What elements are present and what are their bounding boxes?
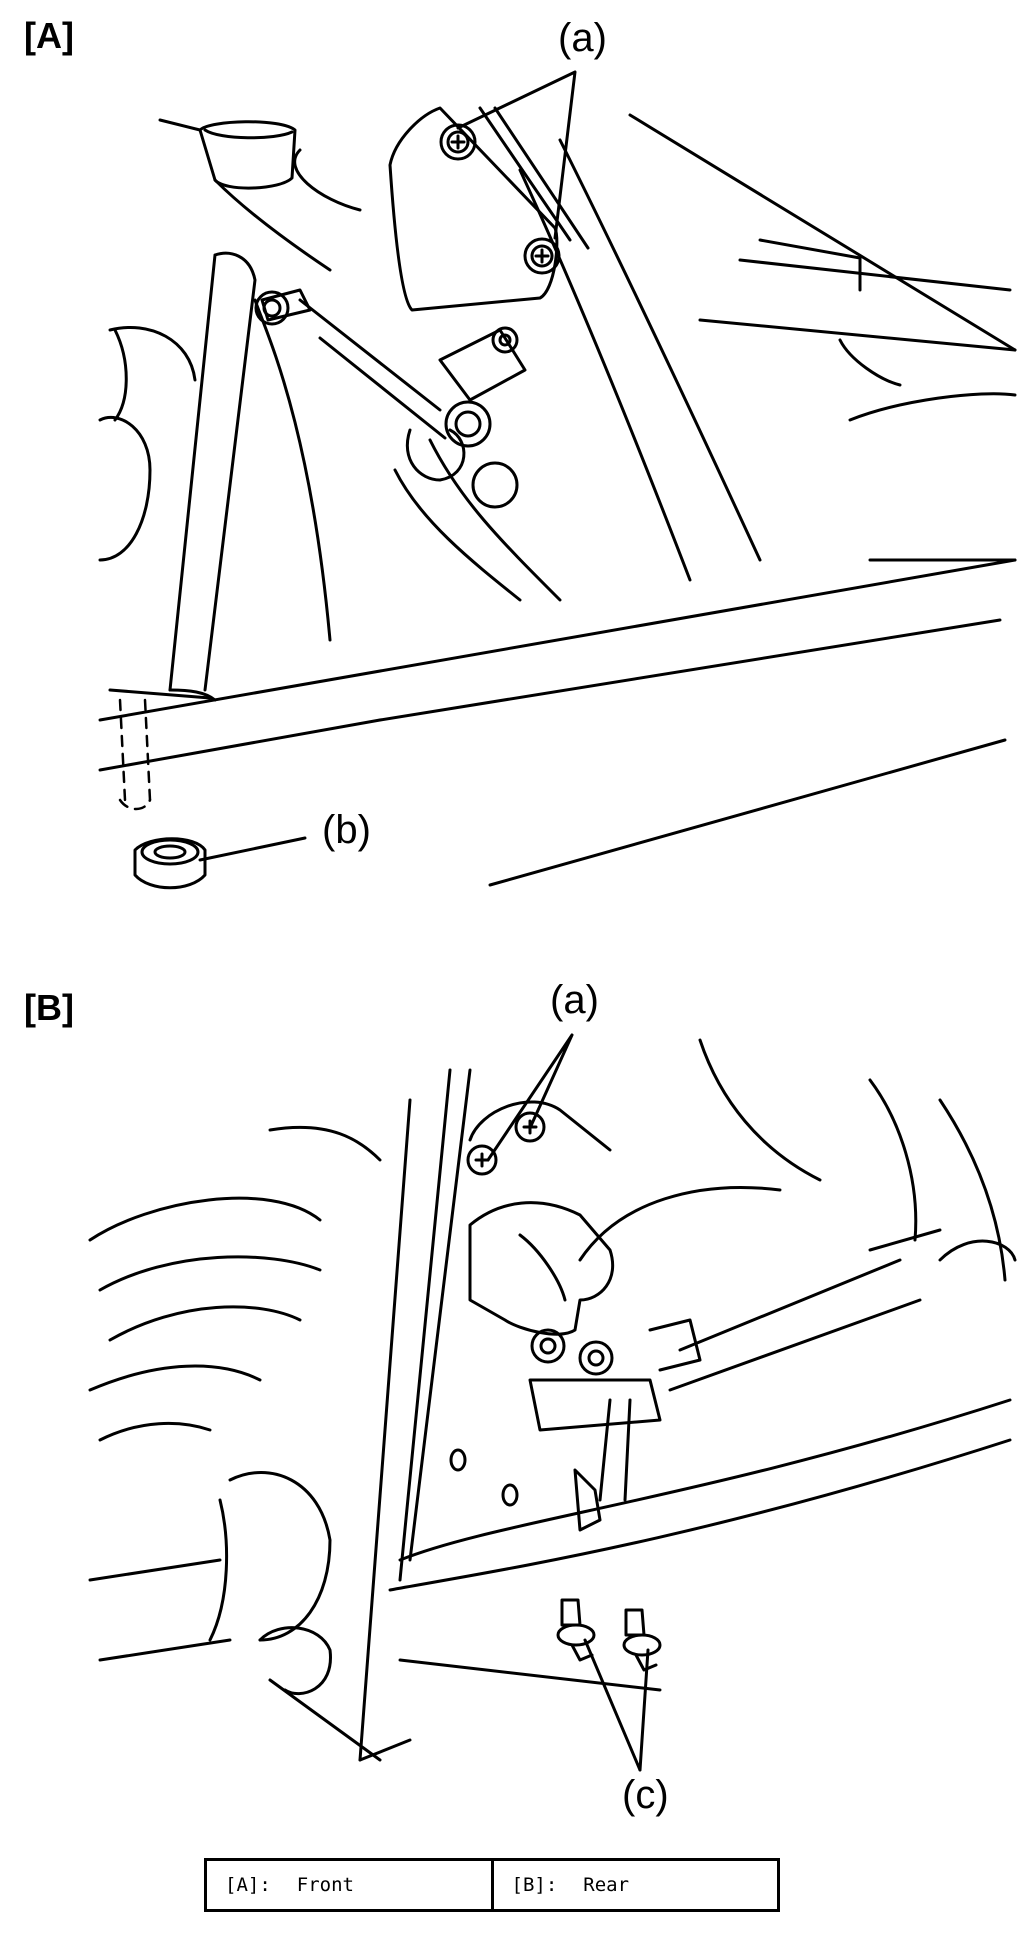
rear-sensor-bracket (468, 1201, 615, 1336)
front-suspension-drawing (98, 70, 1017, 890)
nut-icon (491, 326, 519, 354)
callout-b-front: (b) (322, 808, 371, 852)
rear-suspension-drawing (88, 1033, 1017, 1772)
callout-a-front: (a) (558, 16, 607, 60)
legend-key-rear: [B]: (511, 1874, 558, 1896)
stabilizer-link (168, 251, 257, 692)
callout-c-rear: (c) (622, 1773, 669, 1817)
legend-table: [A]: Front [B]: Rear (204, 1858, 780, 1912)
rear-strut (358, 1068, 472, 1762)
sensor-link-arm (298, 298, 447, 440)
bolt-icon (439, 123, 477, 161)
panel-a-label: [A] (24, 15, 74, 56)
nut-icon (578, 1340, 614, 1376)
nut-icon (530, 1328, 566, 1364)
bolt-icon (466, 1144, 498, 1176)
panel-b-label: [B] (24, 987, 74, 1028)
legend-key-front: [A]: (225, 1874, 271, 1896)
bolt-icon (514, 1111, 546, 1143)
legend-value-front: Front (296, 1874, 354, 1896)
legend-value-rear: Rear (583, 1874, 630, 1896)
legend-cell-front: [A]: Front (207, 1861, 491, 1909)
bolt-c-icon (560, 1598, 582, 1627)
leader-line-b-front (198, 836, 307, 862)
bolt-c-icon (624, 1608, 646, 1637)
leader-line-a-front (456, 70, 577, 240)
callout-a-rear: (a) (550, 978, 599, 1022)
leader-line-a-rear (486, 1033, 574, 1162)
legend-cell-rear: [B]: Rear (490, 1861, 778, 1909)
